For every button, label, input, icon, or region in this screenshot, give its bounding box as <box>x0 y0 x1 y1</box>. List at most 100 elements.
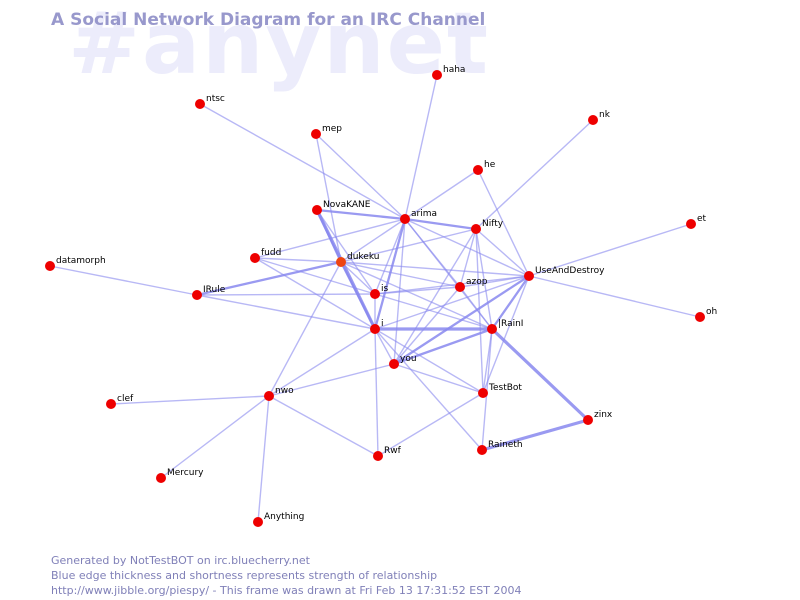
node-ntsc: ntsc <box>195 94 225 109</box>
node-label-arima: arima <box>411 209 437 219</box>
edge-NovaKANE-is <box>316 209 376 295</box>
node-dot-ntsc <box>195 99 205 109</box>
edge-azop-IRainI <box>459 286 493 330</box>
node-dot-arima <box>400 214 410 224</box>
edge-arima-Nifty <box>404 217 477 231</box>
edge-IRainI-Raineth <box>481 328 493 451</box>
edge-TestBot-Rwf <box>377 392 484 457</box>
node-dot-Nifty <box>471 224 481 234</box>
edge-layer <box>49 74 701 523</box>
node-label-he: he <box>484 160 496 170</box>
edge-Nifty-IRainI <box>475 228 493 330</box>
node-dot-Anything <box>253 517 263 527</box>
node-dot-IRule <box>192 290 202 300</box>
node-Mercury: Mercury <box>156 468 204 483</box>
edge-UseAndDestroy-you <box>393 275 530 365</box>
edge-dukeku-nwo <box>268 261 342 397</box>
node-fudd: fudd <box>250 248 281 263</box>
edge-UseAndDestroy-i <box>374 275 530 330</box>
node-mep: mep <box>311 124 342 139</box>
node-is: is <box>370 284 389 299</box>
node-dot-he <box>473 165 483 175</box>
edge-nk-Nifty <box>475 119 594 230</box>
node-dot-haha <box>432 70 442 80</box>
node-dot-datamorph <box>45 261 55 271</box>
node-label-Raineth: Raineth <box>488 440 523 450</box>
node-nwo: nwo <box>264 386 294 401</box>
node-haha: haha <box>432 65 465 80</box>
node-label-TestBot: TestBot <box>488 383 522 393</box>
node-label-fudd: fudd <box>261 248 281 258</box>
node-dot-et <box>686 219 696 229</box>
node-dot-dukeku <box>336 257 346 267</box>
edge-UseAndDestroy-TestBot <box>482 275 530 394</box>
edge-arima-fudd <box>254 218 406 259</box>
edge-i-Rwf <box>374 328 379 457</box>
edge-IRule-is <box>196 293 376 296</box>
node-NovaKANE: NovaKANE <box>312 200 371 215</box>
edge-IRule-i <box>196 294 376 330</box>
node-dot-TestBot <box>478 388 488 398</box>
edge-arima-UseAndDestroy <box>404 218 530 277</box>
edge-Nifty-azop <box>459 228 477 288</box>
node-TestBot: TestBot <box>478 383 522 398</box>
node-label-nk: nk <box>599 110 611 120</box>
node-azop: azop <box>455 277 488 292</box>
node-dot-i <box>370 324 380 334</box>
edge-dukeku-UseAndDestroy <box>340 261 530 277</box>
node-Anything: Anything <box>253 512 304 527</box>
node-label-you: you <box>400 354 417 364</box>
edge-arima-i <box>373 218 407 330</box>
node-label-IRainI: |RainI <box>498 319 523 329</box>
footer-generated-by: Generated by NotTestBOT on irc.bluecherr… <box>51 554 310 567</box>
node-dot-UseAndDestroy <box>524 271 534 281</box>
node-label-NovaKANE: NovaKANE <box>323 200 371 210</box>
edge-UseAndDestroy-IRainI <box>491 275 530 330</box>
node-label-dukeku: dukeku <box>347 252 379 262</box>
channel-watermark: #anynet <box>68 0 491 94</box>
edge-haha-arima <box>404 74 438 220</box>
node-he: he <box>473 160 496 175</box>
node-label-azop: azop <box>466 277 488 287</box>
edge-Nifty-you <box>393 228 477 365</box>
edge-i-Raineth <box>374 328 483 451</box>
edge-dukeku-is <box>340 261 376 295</box>
node-label-is: is <box>381 284 389 294</box>
node-IRainI: |RainI <box>487 319 523 334</box>
edge-IRule-dukeku <box>196 260 342 297</box>
edge-nwo-Rwf <box>268 395 379 457</box>
node-label-nwo: nwo <box>275 386 294 396</box>
node-dot-nk <box>588 115 598 125</box>
edge-mep-arima <box>315 133 406 220</box>
node-nk: nk <box>588 110 611 125</box>
node-label-Rwf: Rwf <box>384 446 402 456</box>
node-et: et <box>686 214 707 229</box>
node-label-i: i <box>381 319 384 329</box>
footer-timestamp: http://www.jibble.org/piespy/ - This fra… <box>51 584 522 597</box>
node-dot-fudd <box>250 253 260 263</box>
edge-he-UseAndDestroy <box>477 169 530 277</box>
node-label-datamorph: datamorph <box>56 256 106 266</box>
edge-i-nwo <box>268 328 376 397</box>
edge-clef-nwo <box>110 395 270 405</box>
node-dot-Mercury <box>156 473 166 483</box>
node-dukeku: dukeku <box>336 252 379 267</box>
edge-datamorph-IRule <box>49 265 198 296</box>
diagram-title: A Social Network Diagram for an IRC Chan… <box>51 10 486 30</box>
node-label-ntsc: ntsc <box>206 94 225 104</box>
node-Raineth: Raineth <box>477 440 523 455</box>
node-label-UseAndDestroy: UseAndDestroy <box>535 266 605 276</box>
node-label-Anything: Anything <box>264 512 304 522</box>
node-label-IRule: IRule <box>203 285 226 295</box>
edge-azop-you <box>393 286 461 365</box>
node-dot-nwo <box>264 391 274 401</box>
edge-i-TestBot <box>374 328 484 394</box>
node-arima: arima <box>400 209 437 224</box>
node-dot-oh <box>695 312 705 322</box>
node-dot-IRainI <box>487 324 497 334</box>
node-dot-azop <box>455 282 465 292</box>
edge-he-arima <box>404 169 479 220</box>
